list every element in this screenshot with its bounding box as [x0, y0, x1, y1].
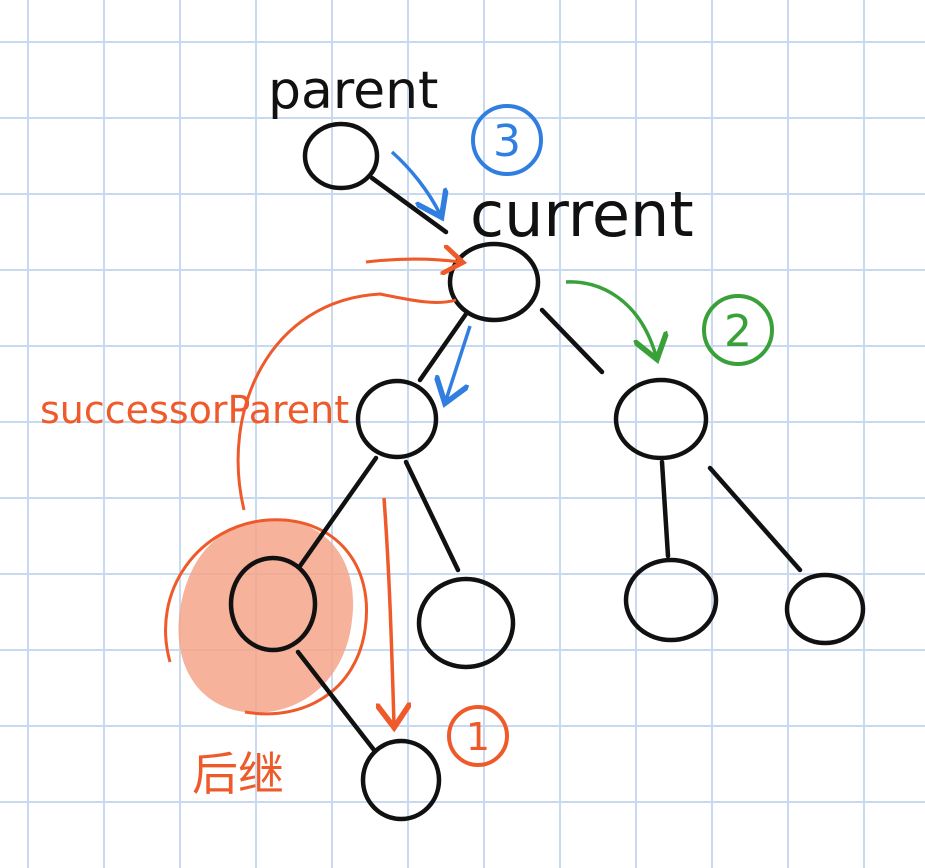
orange-arrow-down-to-successor-child: [384, 497, 394, 724]
green-arrow-to-right: [565, 280, 656, 356]
edge-left-leftchild: [297, 455, 379, 569]
step-1-number: 1: [466, 715, 490, 759]
step-2-number: 2: [724, 306, 752, 357]
blue-arrow-to-left: [446, 325, 472, 400]
successor-highlight: [178, 519, 354, 713]
node-right-rightchild: [784, 572, 866, 646]
node-left: [355, 378, 439, 460]
label-parent: parent: [268, 61, 438, 121]
node-right: [613, 377, 709, 461]
label-current: current: [470, 178, 694, 251]
node-right-leftchild: [623, 557, 719, 643]
edge-right-leftchild: [659, 459, 671, 559]
label-successor-parent: successorParent: [40, 388, 349, 432]
orange-arc-successor-to-current: [236, 292, 457, 511]
edge-parent-current: [369, 175, 449, 235]
edge-right-rightchild: [707, 465, 803, 573]
node-current: [447, 241, 541, 323]
step-1-badge: 1: [447, 705, 509, 767]
blue-arrow-to-current: [390, 150, 440, 214]
node-successor: [228, 555, 318, 653]
node-parent: [302, 121, 380, 191]
edge-current-right: [539, 307, 605, 375]
step-3-badge: 3: [471, 104, 543, 176]
edge-current-left: [417, 311, 469, 383]
orange-arrow-to-current: [365, 259, 460, 262]
node-left-rightchild: [416, 576, 516, 670]
label-successor: 后继: [192, 747, 284, 801]
successor-highlight-ring: [164, 518, 368, 716]
step-2-badge: 2: [702, 294, 774, 366]
node-successor-child: [360, 738, 442, 822]
edge-left-rightchild: [403, 459, 461, 573]
step-3-number: 3: [493, 116, 521, 167]
edge-successor-child: [295, 649, 377, 753]
